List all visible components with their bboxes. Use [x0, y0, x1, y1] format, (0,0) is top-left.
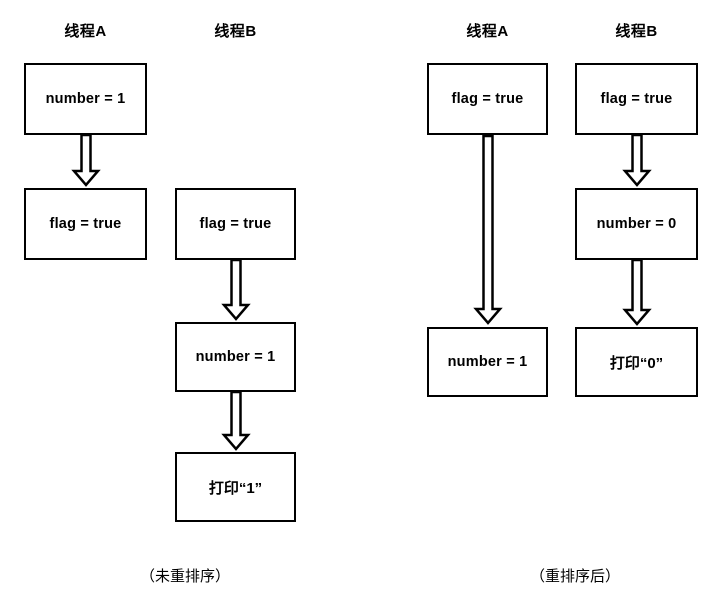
- node-box-l-b-1: flag = true: [175, 188, 296, 260]
- node-label-r-b-2: number = 0: [596, 216, 677, 232]
- node-label-l-b-2: number = 1: [195, 349, 276, 365]
- node-box-r-a-2: number = 1: [427, 327, 548, 397]
- node-box-l-a-2: flag = true: [24, 188, 147, 260]
- node-box-l-b-3: 打印“1”: [175, 452, 296, 522]
- arrow-down-icon-l-a-1-to-2: [71, 133, 101, 188]
- node-box-l-a-1: number = 1: [24, 63, 147, 135]
- node-label-l-b-3: 打印“1”: [208, 479, 263, 497]
- node-label-r-a-2: number = 1: [447, 354, 528, 370]
- arrow-down-icon-r-a-1-to-2: [473, 134, 503, 326]
- node-label-r-b-3: 打印“0”: [609, 354, 664, 372]
- column-header-left-thread-a: 线程A: [64, 23, 107, 40]
- node-label-l-a-1: number = 1: [45, 91, 126, 107]
- arrow-down-icon-l-b-2-to-3: [221, 390, 251, 452]
- arrow-down-icon-r-b-2-to-3: [622, 258, 652, 327]
- node-box-r-b-3: 打印“0”: [575, 327, 698, 397]
- node-label-l-a-2: flag = true: [49, 216, 122, 232]
- node-label-l-b-1: flag = true: [199, 216, 272, 232]
- arrow-down-icon-l-b-1-to-2: [221, 258, 251, 322]
- node-box-r-a-1: flag = true: [427, 63, 548, 135]
- node-label-r-b-1: flag = true: [600, 91, 673, 107]
- caption-after-reorder: （重排序后）: [529, 568, 620, 585]
- caption-before-reorder: （未重排序）: [139, 568, 230, 585]
- column-header-right-thread-b: 线程B: [615, 23, 658, 40]
- node-box-r-b-1: flag = true: [575, 63, 698, 135]
- column-header-right-thread-a: 线程A: [466, 23, 509, 40]
- arrow-down-icon-r-b-1-to-2: [622, 133, 652, 188]
- node-box-l-b-2: number = 1: [175, 322, 296, 392]
- node-label-r-a-1: flag = true: [451, 91, 524, 107]
- node-box-r-b-2: number = 0: [575, 188, 698, 260]
- column-header-left-thread-b: 线程B: [214, 23, 257, 40]
